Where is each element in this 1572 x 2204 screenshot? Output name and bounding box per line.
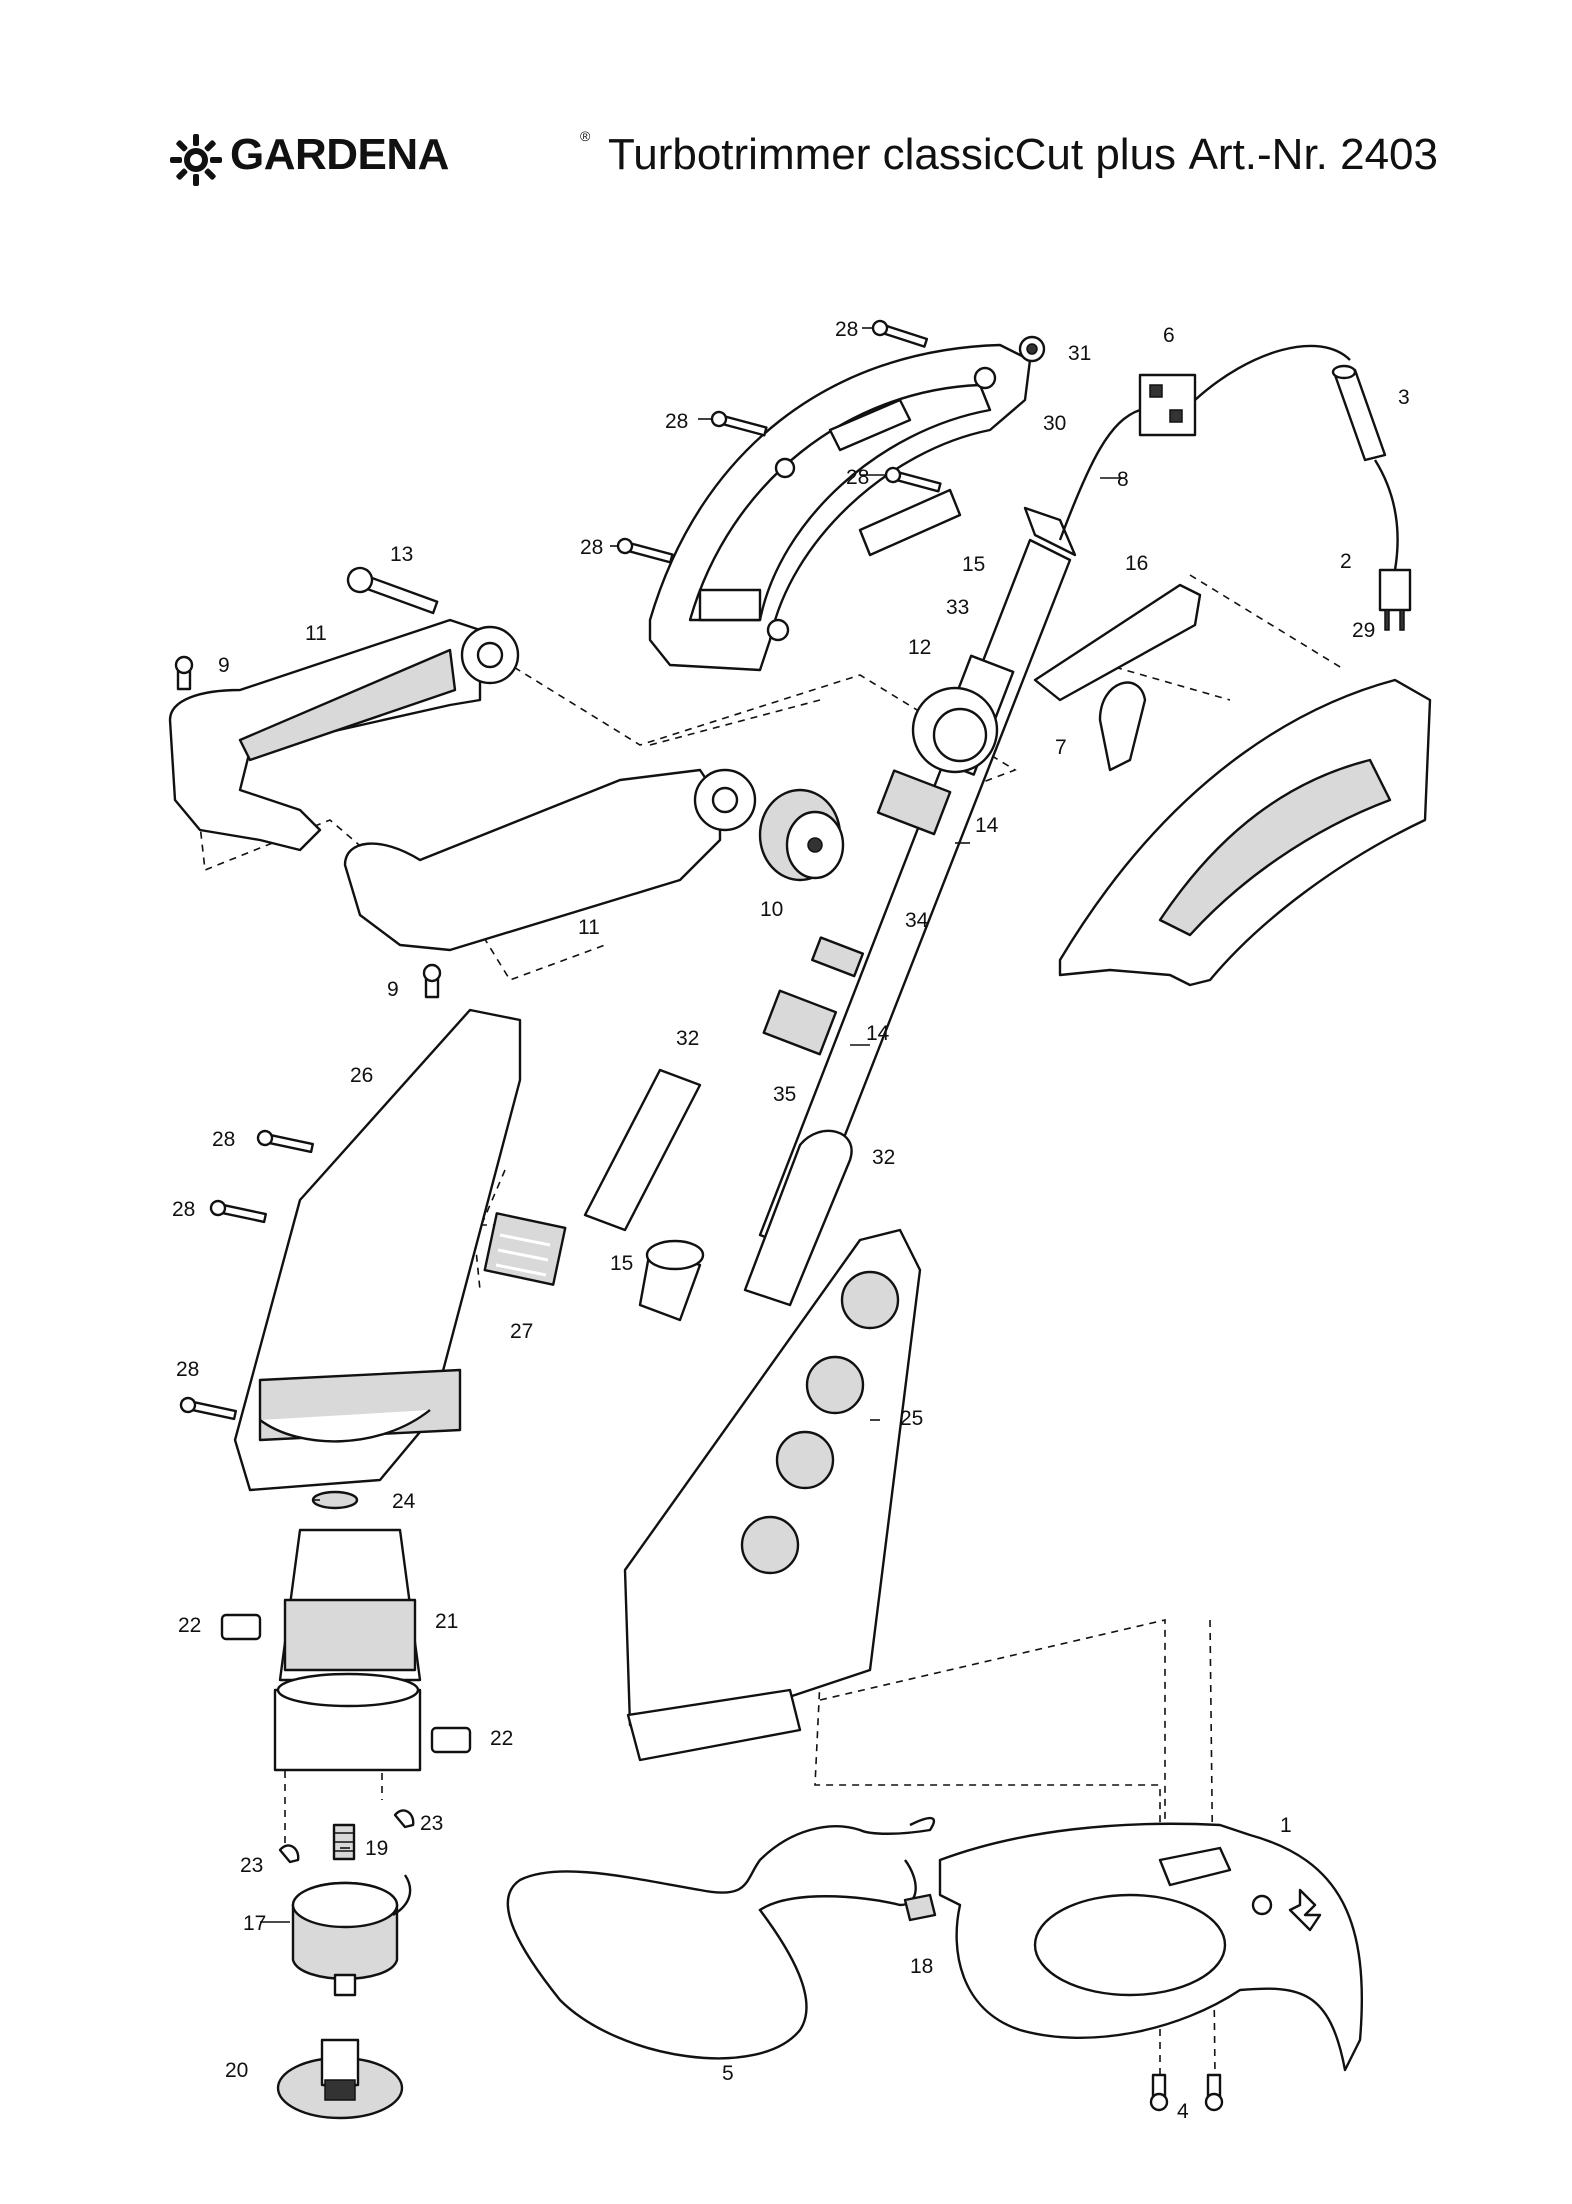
part-29-plug (1378, 568, 1412, 631)
part-11-handle-upper (168, 618, 520, 852)
label-part-4: 4 (1177, 2100, 1189, 2123)
part-30-upper-housing-cover (648, 343, 1032, 672)
label-part-11a: 11 (305, 622, 327, 645)
label-part-9a: 9 (218, 654, 230, 677)
label-part-22b: 22 (490, 1727, 513, 1750)
part-2-cord (1373, 459, 1399, 571)
label-part-11b: 11 (578, 916, 600, 939)
part-9-screws (174, 655, 442, 999)
label-part-32b: 32 (872, 1146, 895, 1169)
label-part-23b: 23 (420, 1812, 443, 1835)
label-part-26: 26 (350, 1064, 373, 1087)
part-21-motor (273, 1528, 422, 1772)
label-part-16: 16 (1125, 552, 1148, 575)
label-part-13: 13 (390, 543, 413, 566)
label-part-28e: 28 (212, 1128, 235, 1151)
part-number-labels: 1 2 3 4 5 6 7 8 9 9 10 11 11 12 13 14 14… (172, 318, 1410, 2123)
gardena-sun-logo-icon (170, 134, 222, 186)
label-part-34: 34 (905, 909, 929, 932)
label-part-2: 2 (1340, 550, 1352, 573)
label-part-18: 18 (910, 1955, 933, 1978)
part-20-spool-cap (276, 2038, 404, 2120)
label-part-12: 12 (908, 636, 931, 659)
label-part-30: 30 (1043, 412, 1066, 435)
part-18-line-cutter (903, 1893, 937, 1922)
part-13-bolt (346, 566, 439, 615)
part-11-handle-lower (343, 768, 757, 952)
label-part-6: 6 (1163, 324, 1175, 347)
label-part-14a: 14 (975, 814, 999, 837)
label-part-35: 35 (773, 1083, 796, 1106)
part-10-knob (758, 788, 845, 882)
label-part-15b: 15 (610, 1252, 633, 1275)
part-27-vent-grill (483, 1212, 567, 1286)
part-7-strain-relief (1098, 681, 1147, 772)
label-part-10: 10 (760, 898, 783, 921)
label-part-14b: 14 (866, 1022, 890, 1045)
part-22-brush-left (220, 1613, 262, 1641)
registered-mark: ® (580, 128, 591, 144)
label-part-25: 25 (900, 1407, 923, 1430)
part-23-clip-left (278, 1844, 300, 1864)
part-34-telescopic-shaft (638, 506, 1077, 1322)
label-part-19: 19 (365, 1837, 388, 1860)
leader-lines (260, 327, 1125, 1923)
part-17-spool (291, 1874, 412, 1997)
part-15-housing-cover (1058, 678, 1432, 987)
part-3-power-cord (1194, 344, 1351, 401)
label-part-31: 31 (1068, 342, 1091, 365)
label-part-28g: 28 (176, 1358, 199, 1381)
label-part-20: 20 (225, 2059, 248, 2082)
part-8-cable (1058, 408, 1141, 541)
brand-name: GARDENA (230, 130, 449, 179)
label-part-33: 33 (946, 596, 969, 619)
label-part-29: 29 (1352, 619, 1375, 642)
label-part-28a: 28 (835, 318, 858, 341)
label-part-28b: 28 (665, 410, 688, 433)
label-part-3: 3 (1398, 386, 1410, 409)
label-part-27: 27 (510, 1320, 533, 1343)
part-5-wire-guard (506, 1816, 936, 2060)
label-part-1: 1 (1280, 1814, 1292, 1837)
part-26-motor-housing (233, 1008, 522, 1492)
part-16-cable-hook (1033, 583, 1202, 702)
part-19-spring (332, 1823, 356, 1861)
label-part-7: 7 (1055, 736, 1067, 759)
part-6-switch (1138, 373, 1197, 437)
label-part-28d: 28 (580, 536, 603, 559)
product-title: Turbotrimmer classicCut plus (608, 130, 1177, 179)
label-part-15a: 15 (962, 553, 985, 576)
page-header: GARDENA ® Turbotrimmer classicCut plus A… (168, 126, 1438, 196)
label-part-28f: 28 (172, 1198, 195, 1221)
label-part-22a: 22 (178, 1614, 201, 1637)
part-32-clip-right (743, 1129, 853, 1307)
label-part-9b: 9 (387, 978, 399, 1001)
article-number: Art.-Nr. 2403 (1188, 130, 1438, 179)
label-part-5: 5 (722, 2062, 734, 2085)
label-part-28c: 28 (846, 466, 869, 489)
label-part-8: 8 (1117, 468, 1129, 491)
part-4-screws (1149, 2073, 1224, 2112)
part-22-brush-right (430, 1726, 472, 1754)
part-3-cord-sleeve (1331, 364, 1387, 462)
label-part-21: 21 (435, 1610, 458, 1633)
label-part-17: 17 (243, 1912, 266, 1935)
part-25-motor-housing-shell (623, 1228, 922, 1762)
part-32-clip-left (583, 1068, 702, 1232)
label-part-23a: 23 (240, 1854, 263, 1877)
part-23-clip-right (393, 1809, 415, 1829)
part-1-safety-guard (938, 1822, 1364, 2072)
label-part-24: 24 (392, 1490, 416, 1513)
label-part-32a: 32 (676, 1027, 699, 1050)
screws-28 (179, 319, 942, 1421)
